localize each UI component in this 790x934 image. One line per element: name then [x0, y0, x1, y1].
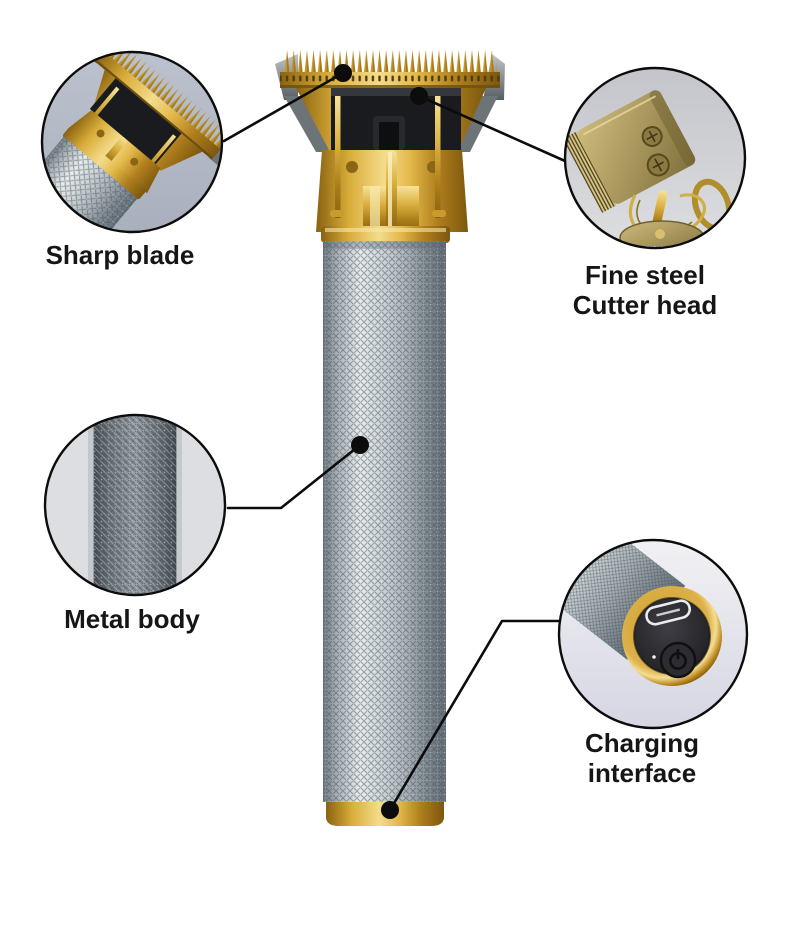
inset-cutter-head: [563, 66, 747, 250]
cylinder-highlight: [370, 186, 380, 232]
head-black-block-top: [331, 88, 461, 96]
blade-bar-seam: [280, 85, 500, 88]
spring-prong-right: [435, 96, 441, 218]
label-metal-body: Metal body: [64, 604, 200, 634]
trimmer-body: [323, 241, 446, 826]
inset-sharp-blade-ring: [40, 50, 224, 234]
label-charging-line1: Charging: [584, 728, 700, 758]
callout-dot-cutter-head: [410, 87, 428, 105]
label-cutter-head-line1: Fine steel: [585, 260, 705, 290]
callout-dot-charging: [381, 801, 399, 819]
bracket-screw-left: [346, 161, 358, 173]
collar-highlight: [325, 228, 446, 232]
callout-dot-sharp-blade: [334, 64, 352, 82]
inset-cutter-head-ring: [563, 66, 747, 250]
blade-teeth: [283, 50, 497, 74]
callout-dots: [334, 64, 428, 819]
label-charging-line2: interface: [587, 758, 697, 788]
callout-line-sharp-blade: [222, 71, 345, 143]
label-cutter-head: Fine steel Cutter head: [545, 260, 745, 320]
spring-prong-left: [335, 96, 341, 218]
body-top-shadow: [323, 241, 446, 249]
inset-charging: [557, 538, 749, 730]
inset-metal-body-ring: [43, 413, 227, 597]
callout-lines: [222, 71, 567, 812]
callout-line-metal-body: [226, 443, 362, 510]
callout-dot-metal-body: [351, 436, 369, 454]
inset-metal-body: [43, 413, 227, 597]
inset-charging-ring: [557, 538, 749, 730]
pin-highlight: [388, 152, 392, 230]
inset-charging-content: [559, 540, 722, 686]
callout-line-charging: [388, 619, 561, 812]
label-cutter-head-line2: Cutter head: [572, 290, 718, 320]
prong-foot-left: [330, 210, 344, 217]
prong-foot-right: [432, 210, 446, 217]
usb-port-icon: [645, 599, 692, 626]
head-notch-inner: [379, 122, 399, 150]
trimmer-head: [275, 50, 505, 243]
callout-line-cutter-head: [417, 94, 567, 163]
power-button-icon: [652, 641, 697, 679]
metal-body-knurl: [323, 241, 446, 802]
label-charging: Charging interface: [542, 728, 742, 788]
inset-metal-body-content: [88, 415, 182, 595]
label-sharp-blade: Sharp blade: [45, 240, 195, 270]
